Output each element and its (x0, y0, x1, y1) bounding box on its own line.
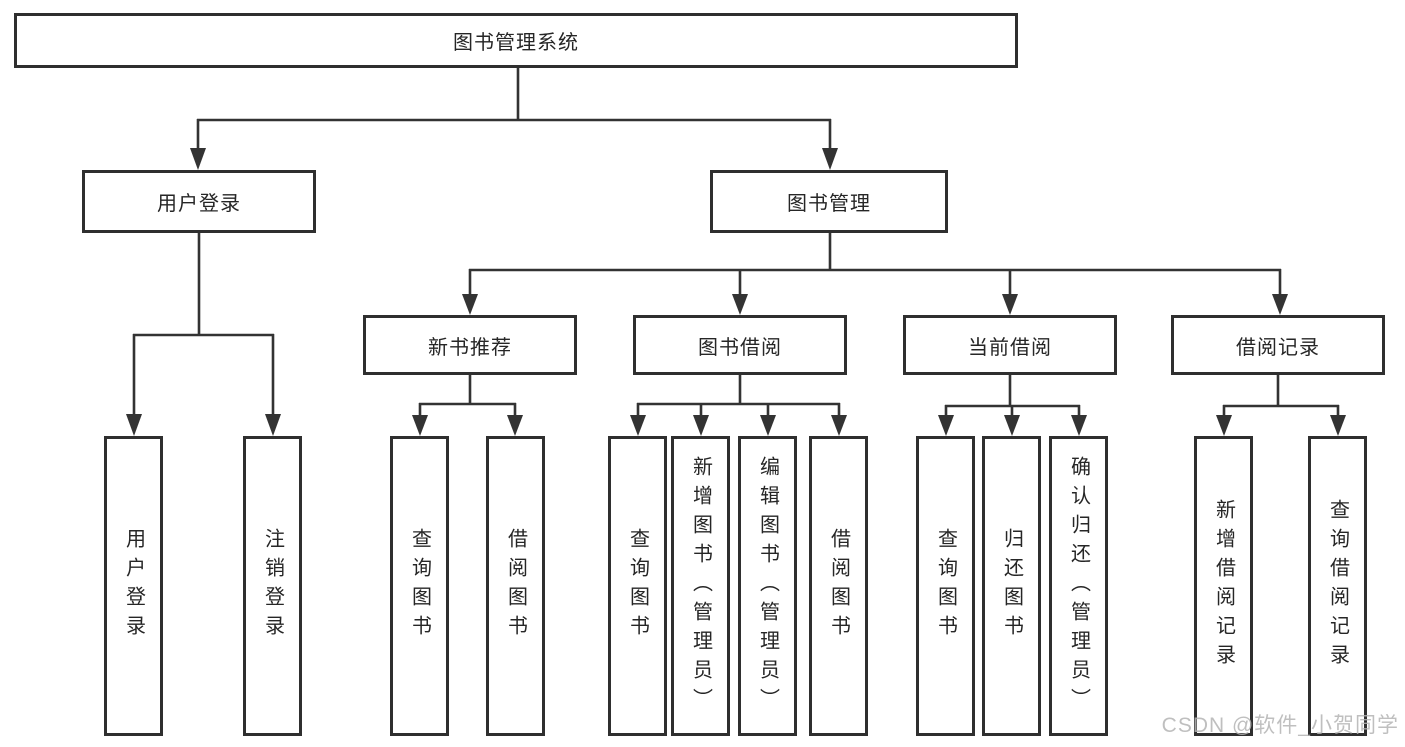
leaf-return-books: 归还图书 (982, 436, 1041, 736)
node-label: 用户登录 (157, 193, 241, 215)
leaf-label: 查询图书 (934, 528, 957, 644)
node-library-management-system: 图书管理系统 (14, 13, 1018, 68)
node-current-borrowing: 当前借阅 (903, 315, 1117, 375)
leaf-label: 查询图书 (408, 528, 431, 644)
leaf-label: 查询图书 (626, 528, 649, 644)
node-new-book-recommend: 新书推荐 (363, 315, 577, 375)
leaf-label: 借阅图书 (504, 528, 527, 644)
node-label: 图书管理 (787, 193, 871, 215)
leaf-label: 新增借阅记录 (1212, 499, 1235, 673)
leaf-query-books: 查询图书 (390, 436, 449, 736)
leaf-label: 编辑图书（管理员） (756, 455, 779, 717)
leaf-label: 用户登录 (122, 528, 145, 644)
leaf-label: 借阅图书 (827, 528, 850, 644)
node-label: 借阅记录 (1236, 336, 1320, 359)
node-book-borrowing: 图书借阅 (633, 315, 847, 375)
leaf-add-books-admin: 新增图书（管理员） (671, 436, 730, 736)
leaf-borrow-books: 借阅图书 (486, 436, 545, 736)
leaf-query-borrow-record: 查询借阅记录 (1308, 436, 1367, 736)
node-label: 当前借阅 (968, 336, 1052, 359)
leaf-label: 新增图书（管理员） (689, 455, 712, 717)
leaf-label: 查询借阅记录 (1326, 499, 1349, 673)
leaf-confirm-return-admin: 确认归还（管理员） (1049, 436, 1108, 736)
leaf-user-login: 用户登录 (104, 436, 163, 736)
leaf-label: 确认归还（管理员） (1067, 455, 1090, 717)
leaf-label: 注销登录 (261, 528, 284, 644)
leaf-query-books: 查询图书 (916, 436, 975, 736)
leaf-edit-books-admin: 编辑图书（管理员） (738, 436, 797, 736)
node-label: 图书借阅 (698, 336, 782, 359)
node-user-login: 用户登录 (82, 170, 316, 233)
csdn-watermark: CSDN @软件_小贺同学 (1161, 714, 1399, 737)
node-borrowing-records: 借阅记录 (1171, 315, 1385, 375)
leaf-add-borrow-record: 新增借阅记录 (1194, 436, 1253, 736)
leaf-label: 归还图书 (1000, 528, 1023, 644)
node-book-management: 图书管理 (710, 170, 948, 233)
leaf-logout: 注销登录 (243, 436, 302, 736)
leaf-query-books: 查询图书 (608, 436, 667, 736)
node-label: 图书管理系统 (453, 32, 579, 54)
leaf-borrow-books: 借阅图书 (809, 436, 868, 736)
node-label: 新书推荐 (428, 336, 512, 359)
